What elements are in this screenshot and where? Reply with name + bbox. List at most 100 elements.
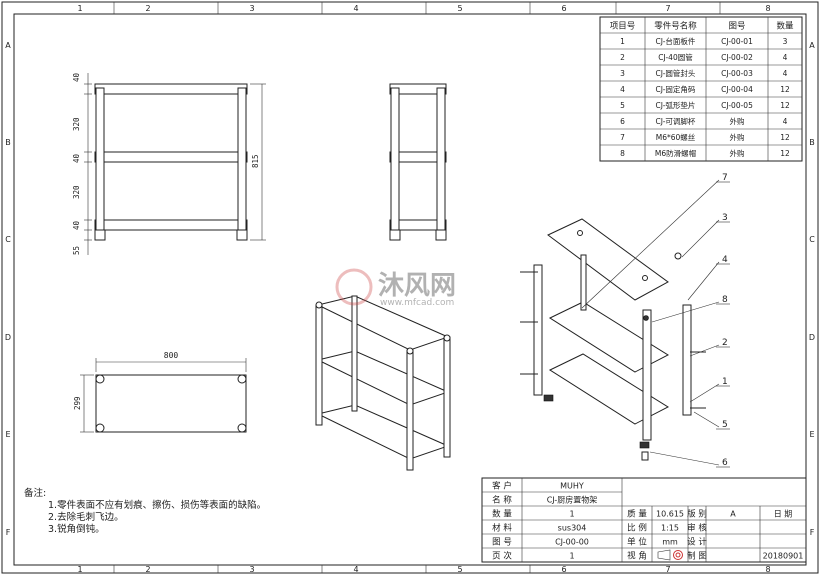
tb-label: 版 别 bbox=[687, 509, 707, 520]
note-1: 1.零件表面不应有划痕、擦伤、损伤等表面的缺陷。 bbox=[48, 500, 267, 511]
dim-320-upper: 320 bbox=[72, 117, 81, 131]
zone-col-bottom: 3 bbox=[249, 565, 254, 574]
zone-row-left: C bbox=[5, 235, 11, 244]
bom-header-cell: 图号 bbox=[728, 22, 745, 32]
bom-cell: 6 bbox=[620, 117, 625, 126]
watermark-brand: 沐风网 bbox=[378, 271, 456, 301]
zone-col-bottom: 5 bbox=[457, 565, 462, 574]
tb-label: 数 量 bbox=[492, 509, 512, 520]
bom-cell: 外购 bbox=[730, 132, 745, 142]
dim-800: 800 bbox=[164, 351, 179, 360]
zone-col-top: 7 bbox=[665, 4, 670, 13]
bom-cell: CJ-台面板件 bbox=[656, 36, 696, 46]
bom-cell: CJ-00-02 bbox=[721, 53, 753, 62]
dim-40-bottom: 40 bbox=[72, 220, 81, 230]
tb-label: 质 量 bbox=[627, 509, 647, 520]
zone-col-top: 5 bbox=[457, 4, 462, 13]
top-view: 800 299 bbox=[73, 351, 247, 433]
dim-299: 299 bbox=[73, 396, 82, 410]
balloon-8: 8 bbox=[722, 295, 728, 305]
bom-cell: 外购 bbox=[730, 148, 745, 158]
bom-cell: CJ-00-05 bbox=[721, 101, 753, 110]
bom-cell: 4 bbox=[620, 85, 625, 94]
zone-row-left: F bbox=[6, 528, 11, 537]
bom-cell: 4 bbox=[783, 117, 788, 126]
bom-cell: 4 bbox=[783, 69, 788, 78]
tb-label: 比 例 bbox=[627, 523, 647, 534]
tb-label: 图 号 bbox=[492, 538, 512, 548]
tb-value: 10.615 bbox=[656, 510, 684, 519]
tb-label: 材 料 bbox=[492, 523, 512, 534]
bom-header-cell: 数量 bbox=[776, 21, 794, 32]
dim-320-lower: 320 bbox=[72, 185, 81, 199]
tb-label: 单 位 bbox=[627, 537, 647, 548]
bom-cell: 8 bbox=[620, 149, 625, 158]
notes-title: 备注: bbox=[24, 488, 47, 499]
zone-col-top: 1 bbox=[77, 4, 82, 13]
balloon-1: 1 bbox=[722, 377, 728, 387]
tb-value: MUHY bbox=[560, 482, 584, 491]
bom-cell: 4 bbox=[783, 53, 788, 62]
tb-value: CJ-厨房置物架 bbox=[547, 495, 598, 505]
side-view bbox=[389, 83, 447, 241]
bom-header-cell: 零件号名称 bbox=[654, 21, 697, 32]
bom-cell: 3 bbox=[620, 69, 625, 78]
bom-cell: CJ-00-01 bbox=[721, 37, 753, 46]
zone-col-top: 2 bbox=[145, 4, 150, 13]
watermark-logo-icon bbox=[335, 268, 373, 306]
zone-row-right: B bbox=[809, 138, 815, 147]
tb-value: 1 bbox=[569, 510, 574, 519]
zone-col-bottom: 4 bbox=[353, 565, 358, 574]
bom-cell: CJ-00-04 bbox=[721, 85, 753, 94]
bom-cell: 3 bbox=[783, 37, 788, 46]
zone-col-bottom: 8 bbox=[765, 565, 770, 574]
bom-cell: CJ-弧形垫片 bbox=[656, 100, 696, 110]
zone-row-right: A bbox=[809, 41, 815, 50]
zone-col-top: 4 bbox=[353, 4, 358, 13]
dim-40-top: 40 bbox=[72, 72, 81, 82]
projection-icon bbox=[657, 549, 671, 561]
bom-cell: M6*60螺丝 bbox=[656, 132, 696, 142]
bom-cell: 12 bbox=[780, 149, 790, 158]
tb-label: 视 角 bbox=[627, 551, 647, 562]
bom-header-cell: 项目号 bbox=[610, 22, 636, 32]
bom-cell: 2 bbox=[620, 53, 625, 62]
balloon-4: 4 bbox=[722, 255, 728, 265]
tb-value: sus304 bbox=[558, 524, 587, 533]
balloon-7: 7 bbox=[722, 173, 728, 183]
watermark-url: www.mfcad.com bbox=[380, 298, 454, 308]
zone-col-bottom: 2 bbox=[145, 565, 150, 574]
balloon-3: 3 bbox=[722, 213, 728, 223]
bom-cell: 12 bbox=[780, 133, 790, 142]
zone-col-bottom: 6 bbox=[561, 565, 566, 574]
tb-label: 审 核 bbox=[687, 523, 707, 534]
balloon-6: 6 bbox=[722, 458, 728, 468]
bom-cell: CJ-40圆管 bbox=[658, 52, 693, 62]
note-3: 3.锐角倒钝。 bbox=[48, 524, 105, 535]
zone-row-left: A bbox=[5, 41, 11, 50]
tb-value: CJ-00-00 bbox=[555, 538, 589, 547]
zone-row-right: D bbox=[809, 333, 815, 342]
inner-frame bbox=[13, 13, 807, 566]
tb-label: 制 图 bbox=[687, 551, 707, 562]
balloon-2: 2 bbox=[722, 338, 728, 348]
bom-cell: 5 bbox=[620, 101, 625, 110]
bom-cell: CJ-固定角码 bbox=[656, 84, 696, 94]
tb-value: 日 期 bbox=[774, 510, 793, 519]
zone-col-top: 8 bbox=[765, 4, 770, 13]
zone-row-left: E bbox=[5, 430, 10, 439]
tb-label: 设 计 bbox=[687, 537, 707, 548]
zone-row-left: B bbox=[5, 138, 11, 147]
dim-815: 815 bbox=[251, 154, 260, 168]
bom-cell: 12 bbox=[780, 101, 790, 110]
zone-col-bottom: 7 bbox=[665, 565, 670, 574]
zone-row-right: F bbox=[810, 528, 815, 537]
front-view: 40 320 40 320 40 55 815 bbox=[72, 72, 266, 255]
bom-cell: CJ-00-03 bbox=[721, 69, 753, 78]
